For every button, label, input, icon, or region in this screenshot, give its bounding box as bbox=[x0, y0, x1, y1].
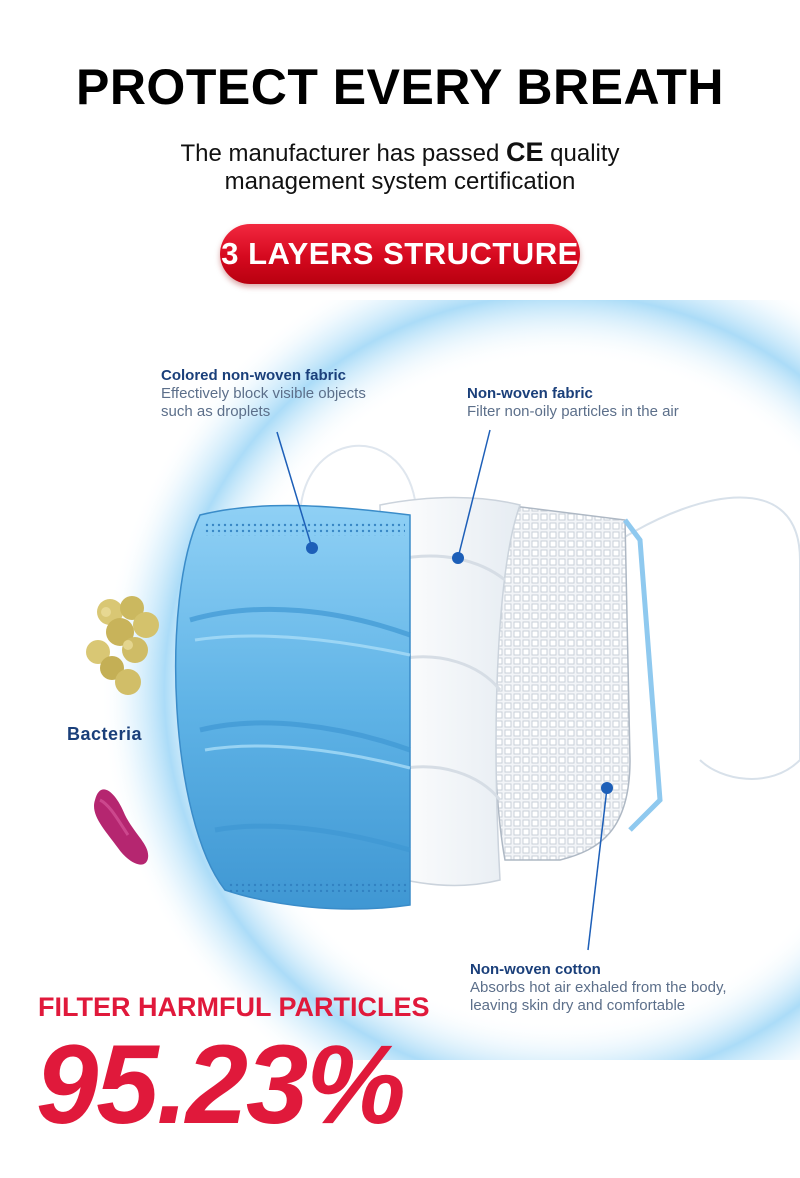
blue-pleat bbox=[199, 720, 411, 753]
bacteria-bacillus-icon bbox=[94, 789, 149, 865]
layer-heading: Non-woven fabric bbox=[467, 385, 593, 402]
cotton-edge bbox=[623, 518, 663, 832]
certification-text: The manufacturer has passed CE quality m… bbox=[0, 138, 800, 196]
leader-line-colored bbox=[276, 431, 313, 549]
blue-pleat bbox=[194, 634, 411, 657]
leader-line-nonwoven bbox=[457, 429, 491, 559]
layer-label-nonwoven: Non-woven fabric Filter non-oily particl… bbox=[467, 384, 679, 421]
filter-label: FILTER HARMFUL PARTICLES bbox=[38, 992, 430, 1022]
blue-pleat bbox=[204, 744, 411, 770]
layer-colored bbox=[174, 504, 411, 910]
blue-binding-bottom bbox=[228, 880, 408, 892]
blue-binding-top bbox=[205, 522, 405, 536]
page-title: PROTECT EVERY BREATH bbox=[75, 59, 725, 115]
filter-percent: 95.23% bbox=[36, 1022, 406, 1147]
leader-dot-nonwoven bbox=[452, 552, 464, 564]
layer-description: Filter non-oily particles in the air bbox=[467, 403, 679, 420]
layer-cotton bbox=[493, 504, 631, 861]
bacteria-cocci-icon bbox=[86, 596, 159, 695]
ear-loop-left bbox=[299, 444, 416, 521]
certification-line-1: The manufacturer has passed CE quality bbox=[0, 138, 800, 168]
layer-heading: Non-woven cotton bbox=[470, 961, 601, 978]
certification-suffix: quality bbox=[543, 140, 620, 167]
layers-badge: 3 LAYERS STRUCTURE bbox=[220, 224, 580, 284]
leader-line-cotton bbox=[587, 787, 608, 951]
blue-pleat bbox=[214, 823, 411, 853]
layer-description: Absorbs hot air exhaled from the body, bbox=[470, 979, 727, 996]
layer-label-cotton: Non-woven cotton Absorbs hot air exhaled… bbox=[470, 960, 727, 1015]
certification-line-2: management system certification bbox=[224, 168, 576, 195]
certification-prefix: The manufacturer has passed bbox=[180, 140, 506, 167]
layer-nonwoven bbox=[379, 496, 521, 887]
leader-dot-colored bbox=[306, 542, 318, 554]
ear-loop-right bbox=[619, 496, 800, 780]
leader-dot-cotton bbox=[601, 782, 613, 794]
layer-description: such as droplets bbox=[161, 403, 271, 420]
ce-mark: CE bbox=[505, 137, 544, 167]
layer-label-colored: Colored non-woven fabric Effectively blo… bbox=[161, 366, 366, 421]
layer-heading: Colored non-woven fabric bbox=[161, 367, 347, 384]
layer-description: Effectively block visible objects bbox=[161, 385, 366, 402]
blue-pleat bbox=[189, 606, 411, 638]
bacteria-label: Bacteria bbox=[67, 724, 143, 744]
layer-description: leaving skin dry and comfortable bbox=[470, 997, 686, 1014]
